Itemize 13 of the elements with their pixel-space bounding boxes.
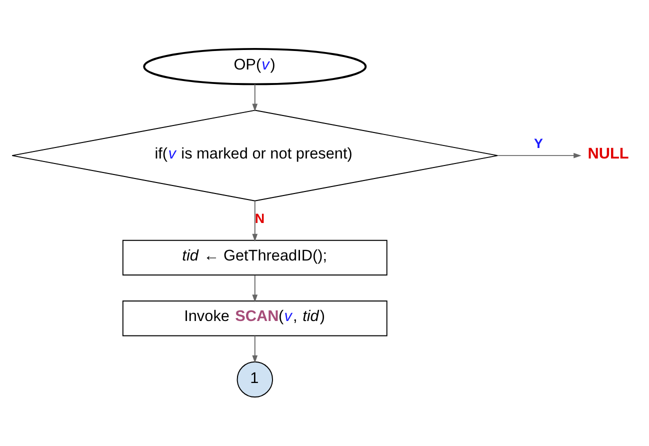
node-box: Invoke SCAN(v, tid) — [122, 300, 388, 336]
arrow — [497, 152, 582, 158]
node-circle: 1 — [236, 361, 273, 398]
node-diamond: if(v is marked or not present) — [12, 110, 498, 202]
node-box: tid ← GetThreadID(); — [122, 240, 388, 276]
edge-label: N — [254, 211, 265, 226]
arrow — [252, 335, 258, 364]
arrow — [252, 274, 258, 302]
edge-label: Y — [534, 136, 544, 152]
node-text: NULL — [588, 145, 629, 162]
arrow — [252, 200, 258, 242]
node-ellipse: OP(v) — [143, 48, 367, 86]
arrow — [252, 84, 258, 112]
